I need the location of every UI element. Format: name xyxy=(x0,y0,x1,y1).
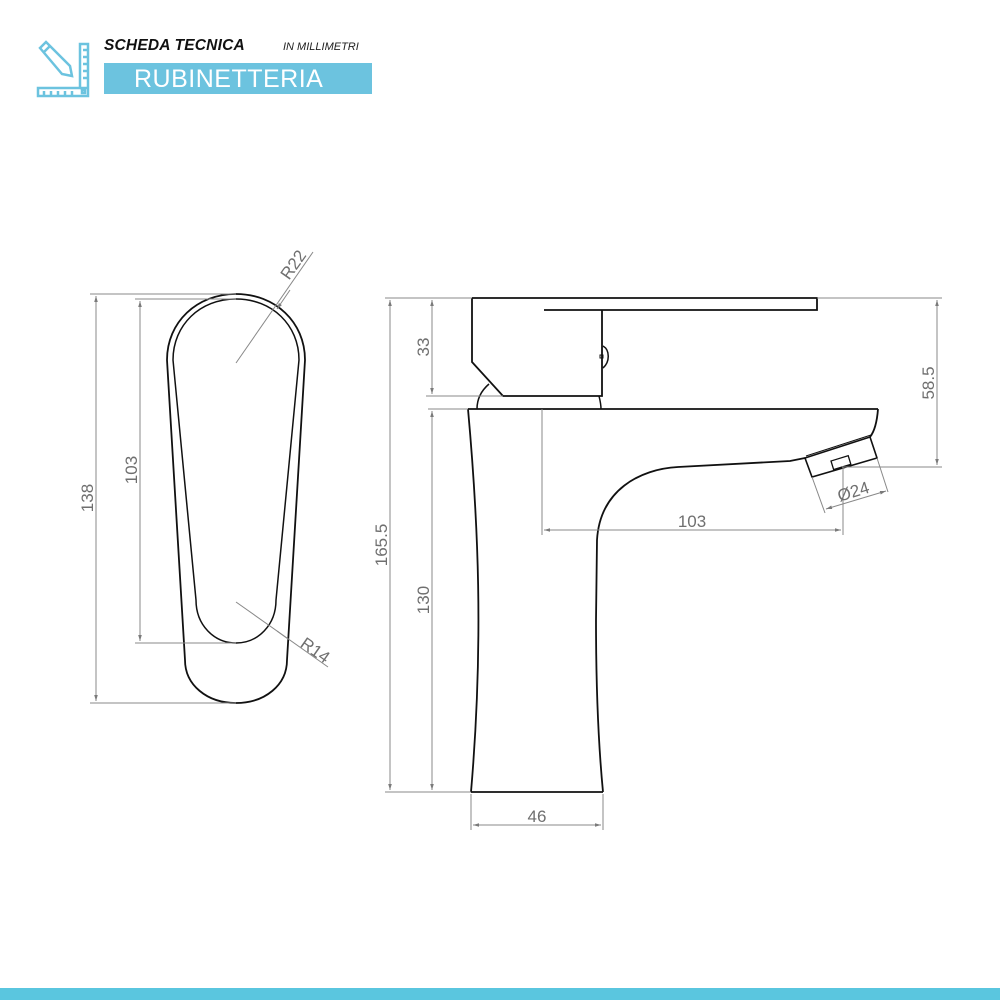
handle-front-view: 138 103 R22 R14 xyxy=(78,247,333,704)
footer-accent-bar xyxy=(0,988,1000,1000)
dim-body-height: 130 xyxy=(414,586,433,614)
pencil-ruler-icon xyxy=(36,40,90,98)
sheet-title: SCHEDA TECNICA xyxy=(104,37,245,54)
dim-base-width: 46 xyxy=(528,807,547,826)
faucet-side-view: 165.5 33 130 58.5 103 Ø24 46 xyxy=(372,297,942,830)
unit-note: IN MILLIMETRI xyxy=(283,41,359,53)
dim-handle-height-side: 33 xyxy=(414,338,433,357)
header: SCHEDA TECNICA IN MILLIMETRI RUBINETTERI… xyxy=(0,0,1000,110)
category-banner: RUBINETTERIA xyxy=(104,63,372,94)
dim-spout-reach: 103 xyxy=(678,512,706,531)
dim-aerator-diameter: Ø24 xyxy=(835,478,871,506)
dim-total-height: 165.5 xyxy=(372,524,391,567)
dim-groove-height: 103 xyxy=(122,456,141,484)
dim-handle-height: 138 xyxy=(78,484,97,512)
category-label: RUBINETTERIA xyxy=(134,65,324,93)
dim-spout-height: 58.5 xyxy=(919,366,938,399)
dim-top-radius: R22 xyxy=(277,247,310,283)
dim-bottom-radius: R14 xyxy=(297,634,333,667)
